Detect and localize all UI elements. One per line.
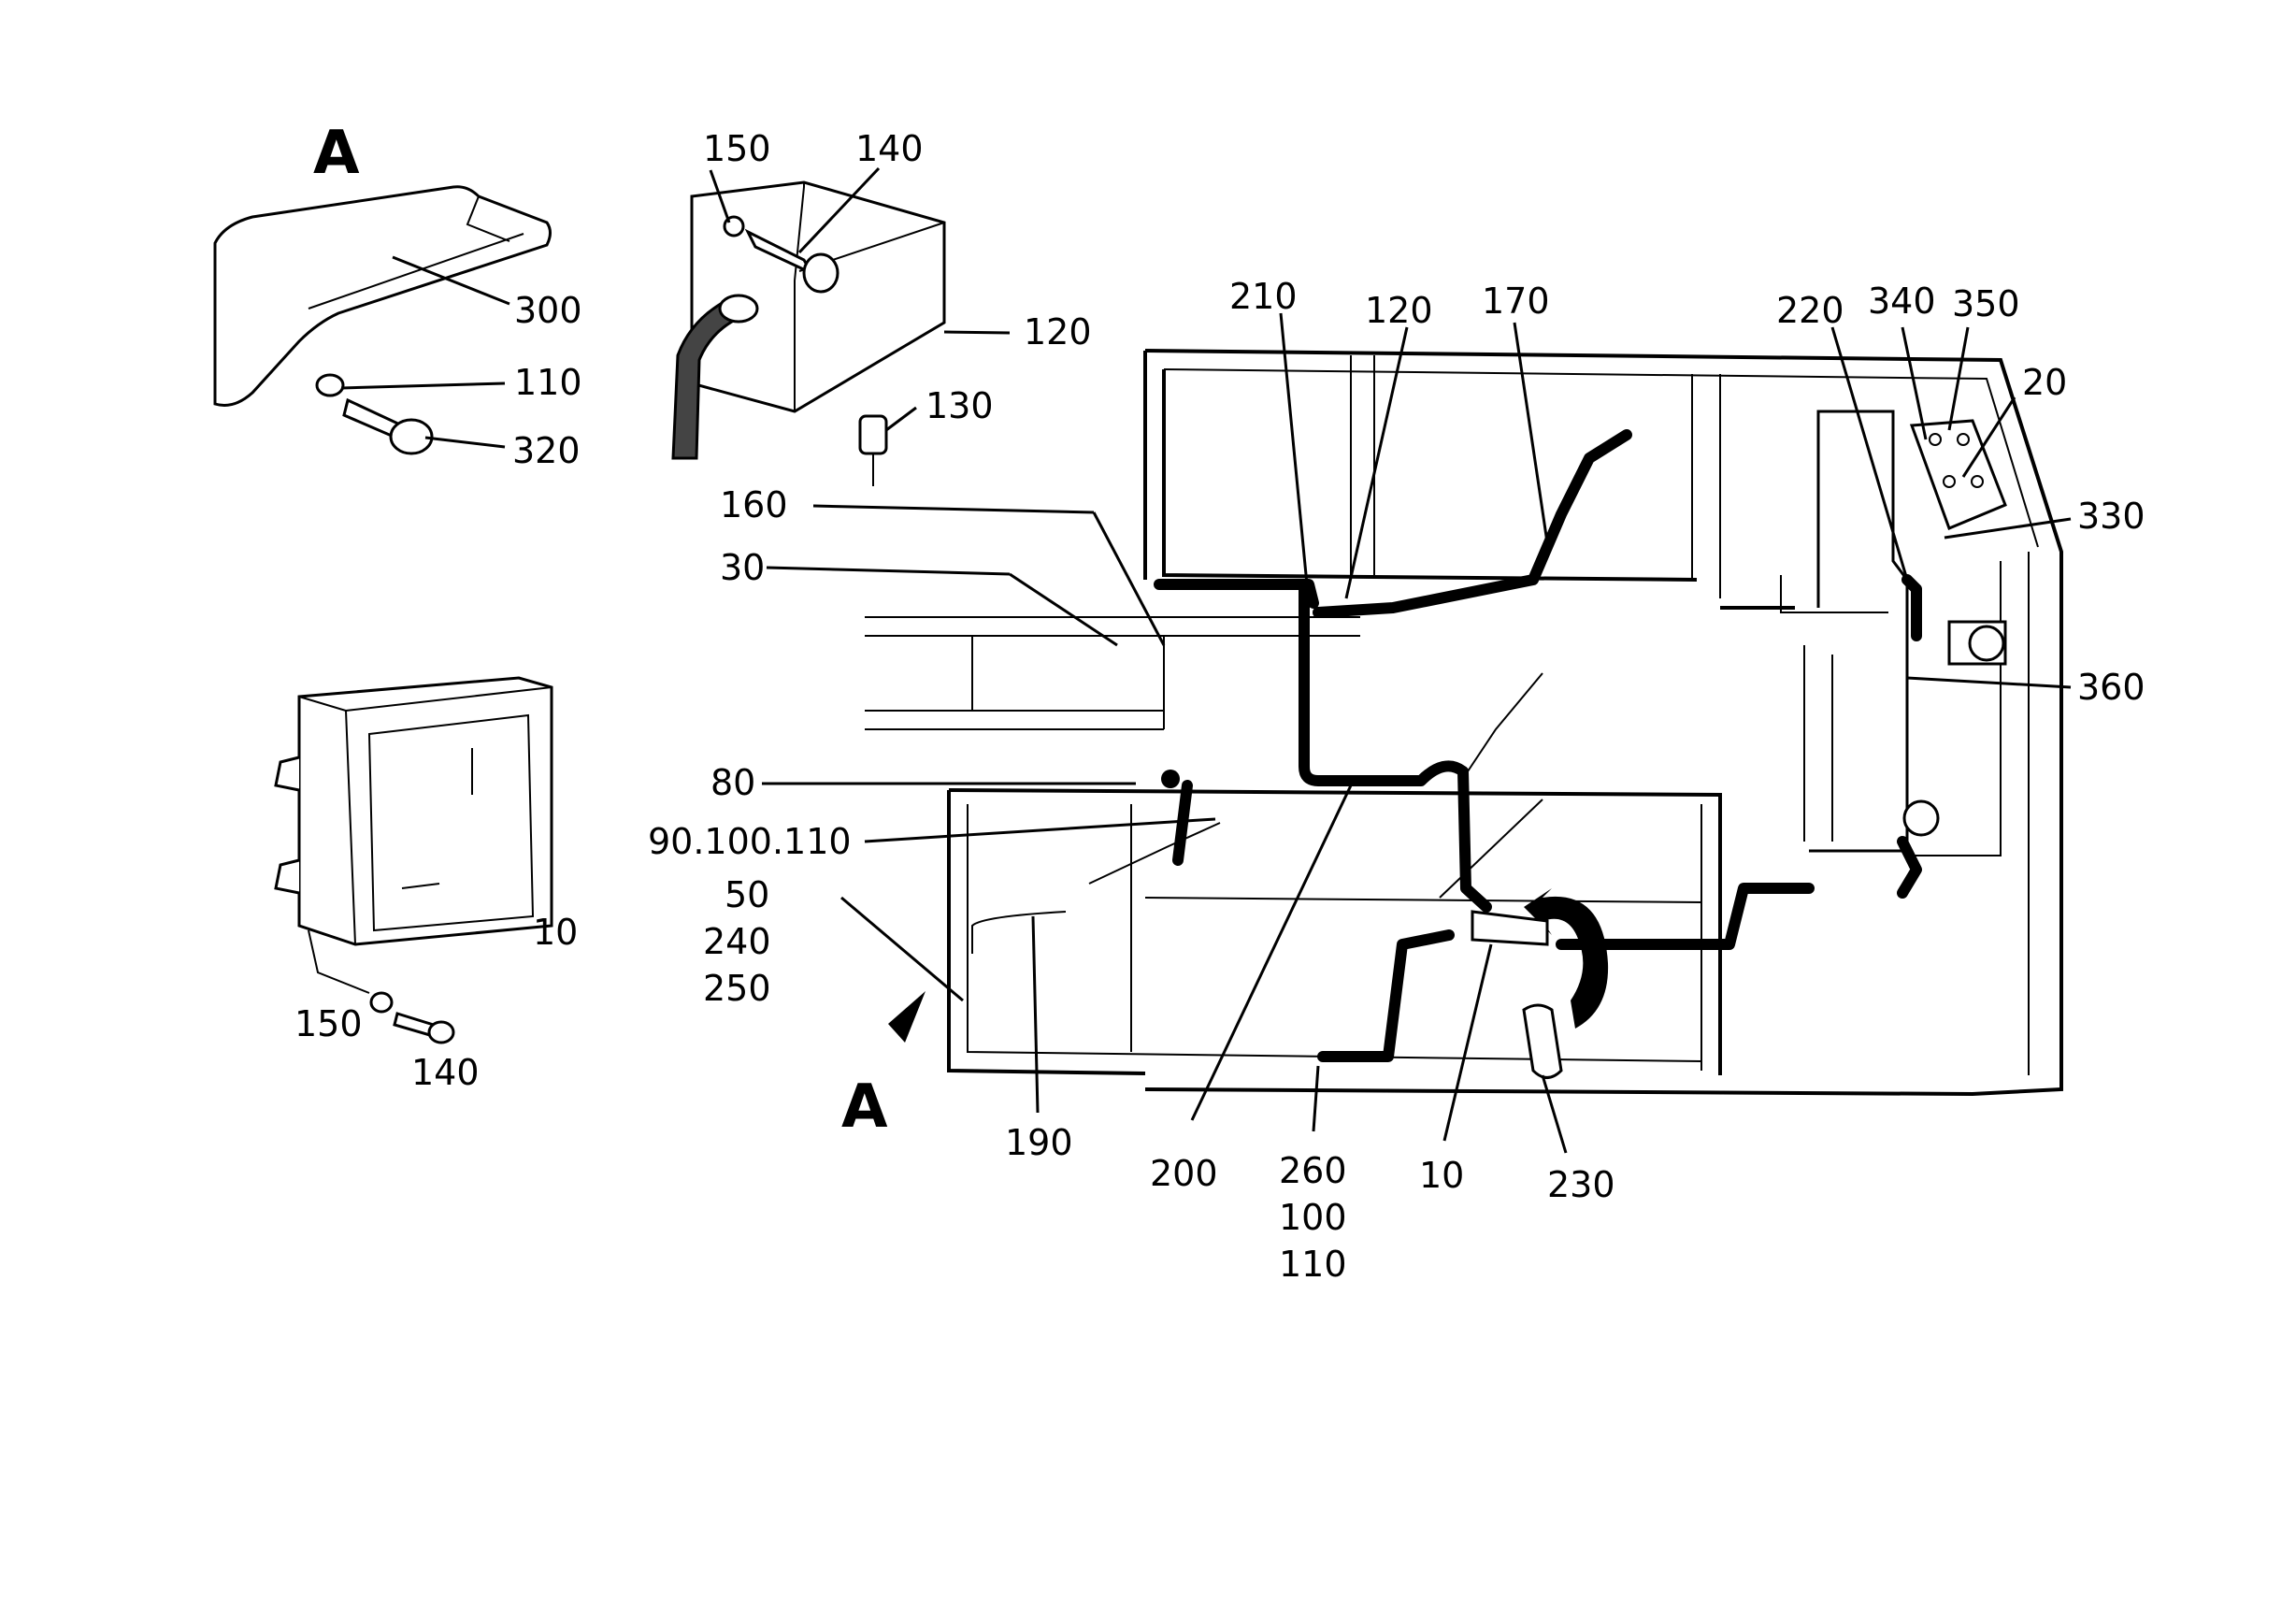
label-150-top: 150 xyxy=(703,128,771,169)
view-a-marker-top: A xyxy=(313,119,360,188)
label-30: 30 xyxy=(720,547,765,588)
part-labels: A A 300 110 320 150 140 120 130 160 30 1… xyxy=(294,119,2145,1285)
label-100: 100 xyxy=(1279,1197,1347,1238)
label-200: 200 xyxy=(1150,1153,1218,1194)
label-350: 350 xyxy=(1952,283,2020,324)
label-260: 260 xyxy=(1279,1150,1347,1191)
terminal-box-10-drawing xyxy=(274,676,553,1044)
label-220: 220 xyxy=(1776,290,1844,331)
label-340: 340 xyxy=(1868,281,1936,322)
label-240: 240 xyxy=(703,921,771,962)
label-160: 160 xyxy=(720,484,788,525)
leader-lines xyxy=(340,166,2072,1154)
label-90-100-110: 90.100.110 xyxy=(648,821,852,862)
label-140-bottom: 140 xyxy=(411,1052,480,1093)
label-320: 320 xyxy=(512,430,581,471)
label-130: 130 xyxy=(926,385,994,426)
label-150-bottom: 150 xyxy=(294,1003,363,1044)
label-110-top: 110 xyxy=(514,362,582,403)
label-360: 360 xyxy=(2077,667,2145,708)
label-20: 20 xyxy=(2022,362,2067,403)
box-120-drawing xyxy=(671,180,946,486)
machine-frame-drawing xyxy=(865,349,2063,1097)
label-110-bottom: 110 xyxy=(1279,1244,1347,1285)
label-50: 50 xyxy=(725,874,769,915)
cable-routing xyxy=(971,429,1922,1079)
label-10-bottom: 10 xyxy=(1419,1155,1464,1196)
label-300: 300 xyxy=(514,290,582,331)
label-120-mid: 120 xyxy=(1365,290,1433,331)
label-140-top: 140 xyxy=(855,128,924,169)
label-190: 190 xyxy=(1005,1122,1073,1163)
cover-part-drawing xyxy=(213,185,552,455)
label-210: 210 xyxy=(1229,276,1298,317)
label-120-box: 120 xyxy=(1024,311,1092,353)
label-170: 170 xyxy=(1482,281,1550,322)
label-330: 330 xyxy=(2077,496,2145,537)
label-80: 80 xyxy=(710,762,755,803)
label-10-box: 10 xyxy=(533,912,578,953)
label-250: 250 xyxy=(703,968,771,1009)
view-a-marker-bottom: A xyxy=(841,1072,888,1142)
label-230: 230 xyxy=(1547,1164,1615,1205)
